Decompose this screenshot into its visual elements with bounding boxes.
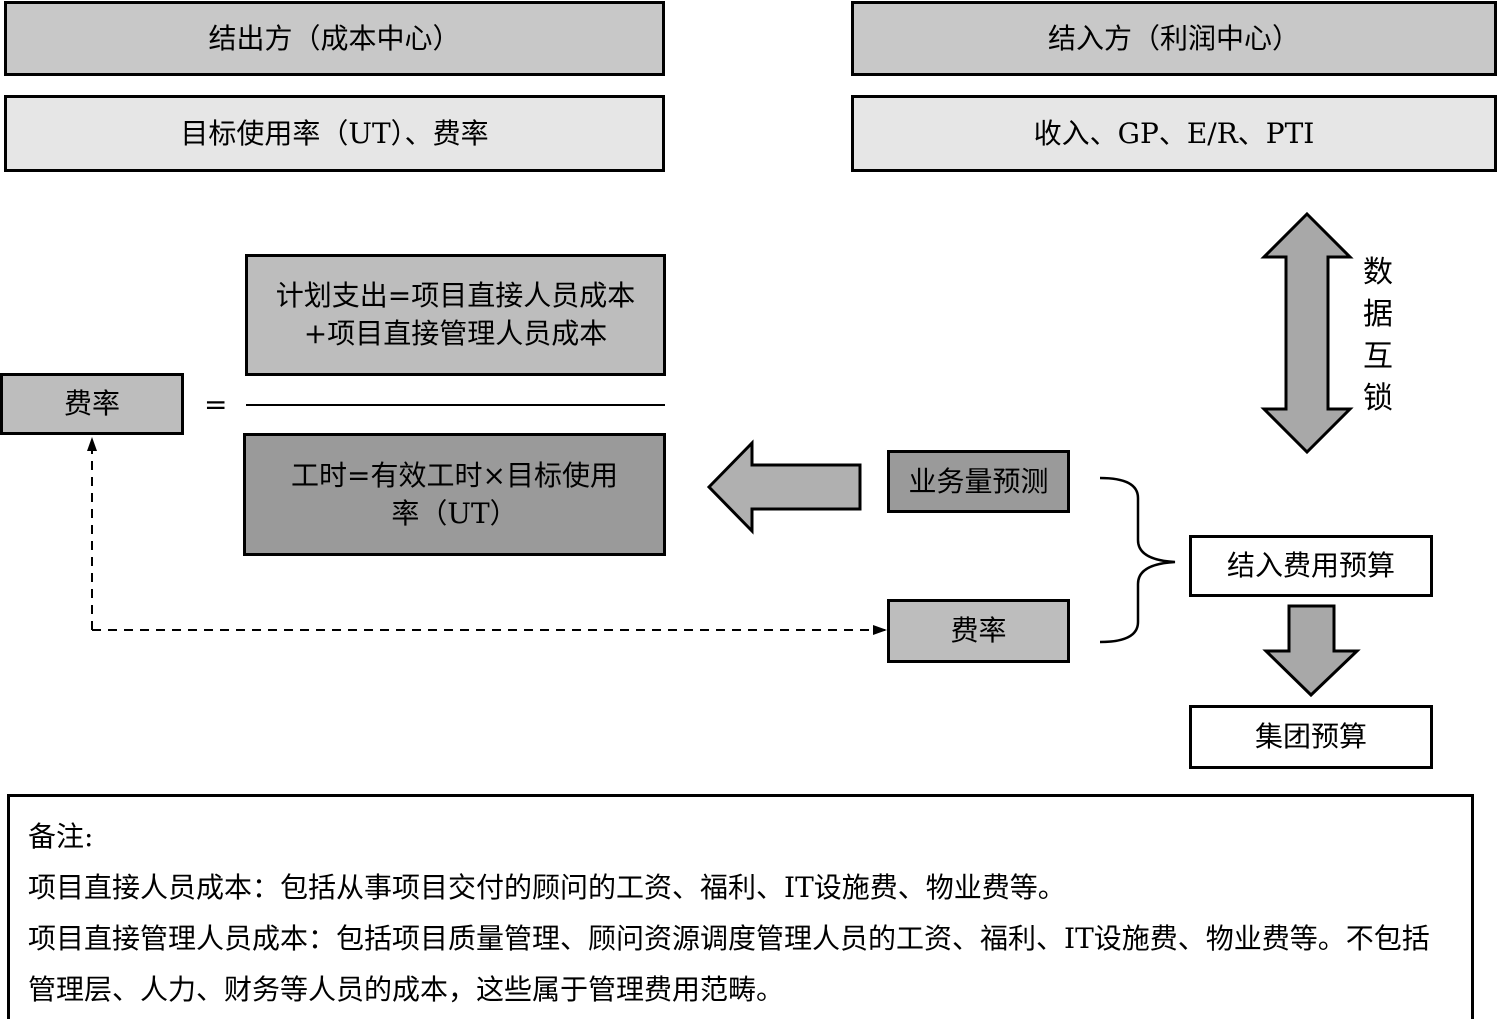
equals-sign: = <box>204 388 228 421</box>
numerator-box: 计划支出=项目直接人员成本+项目直接管理人员成本 <box>245 254 666 376</box>
payer-metrics-box: 目标使用率（UT）、费率 <box>4 95 665 172</box>
rate-lhs-label: 费率 <box>63 387 120 420</box>
left-block-arrow-icon <box>706 439 862 535</box>
rate-label: 费率 <box>950 614 1007 647</box>
group-budget-label: 集团预算 <box>1254 720 1367 753</box>
denominator-box: 工时=有效工时×目标使用率（UT） <box>243 433 666 556</box>
group-budget-box: 集团预算 <box>1189 705 1433 769</box>
notes-line-2: 项目直接管理人员成本：包括项目质量管理、顾问资源调度管理人员的工资、福利、IT设… <box>28 922 1430 1006</box>
receiver-profit-center-box: 结入方（利润中心） <box>851 1 1497 76</box>
curly-brace <box>1099 476 1176 644</box>
interlock-char-2: 据 <box>1363 297 1393 332</box>
payer-title: 结出方（成本中心） <box>208 21 461 55</box>
receiver-metrics: 收入、GP、E/R、PTI <box>1033 116 1315 150</box>
business-forecast-box: 业务量预测 <box>887 450 1070 513</box>
notes-panel: 备注: 项目直接人员成本：包括从事项目交付的顾问的工资、福利、IT设施费、物业费… <box>7 794 1474 1019</box>
business-forecast-label: 业务量预测 <box>908 464 1049 498</box>
numerator-text: 计划支出=项目直接人员成本+项目直接管理人员成本 <box>275 279 636 350</box>
double-arrow-icon <box>1260 211 1354 455</box>
notes-heading: 备注: <box>28 820 94 853</box>
receiver-title: 结入方（利润中心） <box>1047 21 1300 55</box>
rate-lhs-box: 费率 <box>0 373 184 435</box>
payer-metrics: 目标使用率（UT）、费率 <box>180 116 489 150</box>
denominator-text: 工时=有效工时×目标使用率（UT） <box>291 458 618 530</box>
payer-cost-center-box: 结出方（成本中心） <box>4 1 665 76</box>
notes-line-1: 项目直接人员成本：包括从事项目交付的顾问的工资、福利、IT设施费、物业费等。 <box>28 871 1066 904</box>
income-budget-box: 结入费用预算 <box>1189 535 1433 597</box>
receiver-metrics-box: 收入、GP、E/R、PTI <box>851 95 1497 172</box>
interlock-char-1: 数 <box>1363 255 1393 290</box>
data-interlock-label: 数 据 互 锁 <box>1358 252 1398 420</box>
income-budget-label: 结入费用预算 <box>1226 549 1395 582</box>
interlock-char-3: 互 <box>1363 339 1393 374</box>
rate-box: 费率 <box>887 599 1070 663</box>
interlock-char-4: 锁 <box>1363 381 1393 416</box>
down-block-arrow-icon <box>1262 604 1361 698</box>
